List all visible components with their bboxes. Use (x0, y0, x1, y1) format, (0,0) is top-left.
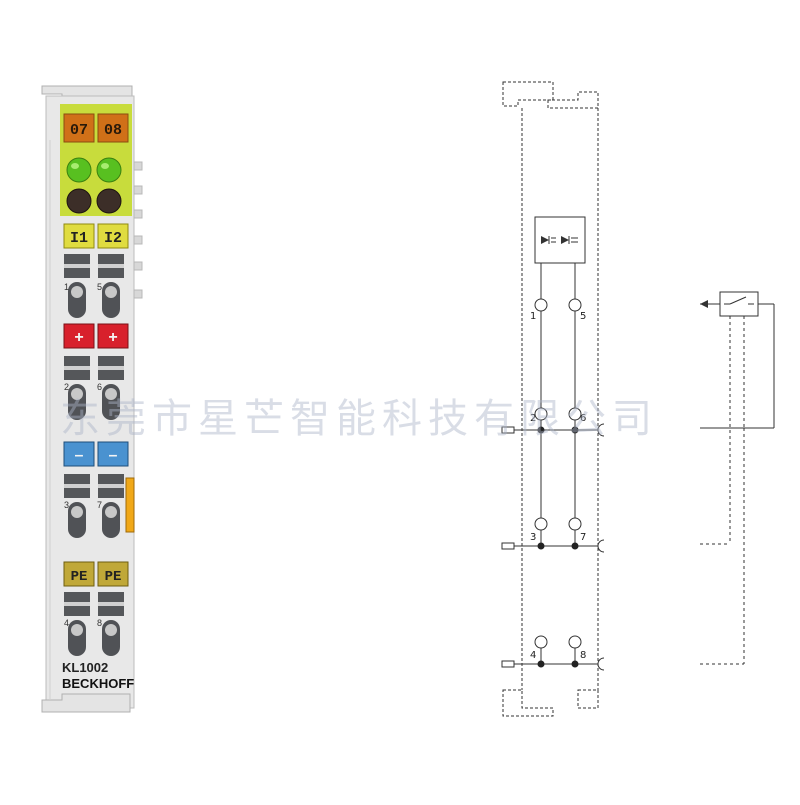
schematic-number-3: 3 (530, 532, 536, 543)
terminal-group-1: 1 5 (64, 254, 124, 318)
terminal-number-4: 4 (64, 618, 69, 628)
plus-label-2: + (108, 329, 117, 346)
input-label-i1: I1 (70, 230, 88, 247)
minus-label-1: – (75, 447, 84, 464)
schematic-number-8: 8 (580, 650, 586, 661)
channel-label-07: 07 (70, 122, 88, 139)
module-brand: BECKHOFF (62, 676, 134, 691)
terminal-number-8: 8 (97, 618, 102, 628)
module-model: KL1002 (62, 660, 108, 675)
schematic-terminal-5 (568, 298, 582, 312)
optocoupler-box (534, 216, 586, 264)
led-green-1 (66, 157, 92, 183)
schematic-number-1: 1 (530, 311, 536, 322)
plus-label-2-bg (97, 323, 129, 349)
terminal-number-1: 1 (64, 282, 69, 292)
schematic-number-2: 2 (530, 413, 536, 424)
terminal-number-6: 6 (97, 382, 102, 392)
input-label-i2: I2 (104, 230, 122, 247)
schematic-number-6: 6 (580, 413, 586, 424)
terminal-group-3: 3 7 (64, 474, 124, 538)
wiring-schematic (501, 81, 775, 717)
schematic-number-5: 5 (580, 311, 586, 322)
input-label-i2-bg (97, 223, 129, 249)
pe-label-1: PE (71, 569, 88, 585)
schematic-terminal-8 (568, 635, 582, 649)
minus-label-1-bg (63, 441, 95, 467)
plus-label-1-bg (63, 323, 95, 349)
minus-label-2: – (109, 447, 118, 464)
pe-label-2: PE (105, 569, 122, 585)
terminal-number-7: 7 (97, 500, 102, 510)
led-dark-2 (96, 188, 122, 214)
optocoupler-symbol (541, 236, 578, 244)
pe-label-1-bg (63, 561, 95, 587)
side-orange-tab (125, 477, 135, 533)
schematic-terminal-2 (534, 407, 548, 421)
schematic-terminal-4 (534, 635, 548, 649)
led-green-2 (96, 157, 122, 183)
pe-label-2-bg (97, 561, 129, 587)
module-bottom-latch (41, 693, 131, 713)
channel-label-08-bg (97, 113, 129, 143)
terminal-number-2: 2 (64, 382, 69, 392)
schematic-number-4: 4 (530, 650, 536, 661)
plus-label-1: + (74, 329, 83, 346)
terminal-number-5: 5 (97, 282, 102, 292)
schematic-terminal-numbers: 1 5 2 6 3 7 4 8 (530, 311, 586, 661)
terminal-number-3: 3 (64, 500, 69, 510)
channel-label-07-bg (63, 113, 95, 143)
schematic-terminal-1 (534, 298, 548, 312)
schematic-terminal-7 (568, 517, 582, 531)
led-dark-1 (66, 188, 92, 214)
terminal-group-4: 4 8 (64, 592, 124, 656)
schematic-number-7: 7 (580, 532, 586, 543)
side-contacts (133, 161, 143, 299)
terminal-module: 07 08 I1 I2 1 5 + + (41, 85, 143, 713)
schematic-terminal-3 (534, 517, 548, 531)
input-label-i1-bg (63, 223, 95, 249)
terminal-group-2: 2 6 (64, 356, 124, 420)
minus-label-2-bg (97, 441, 129, 467)
channel-label-08: 08 (104, 122, 122, 139)
external-sensor (700, 291, 775, 665)
housing-outline (502, 81, 599, 717)
